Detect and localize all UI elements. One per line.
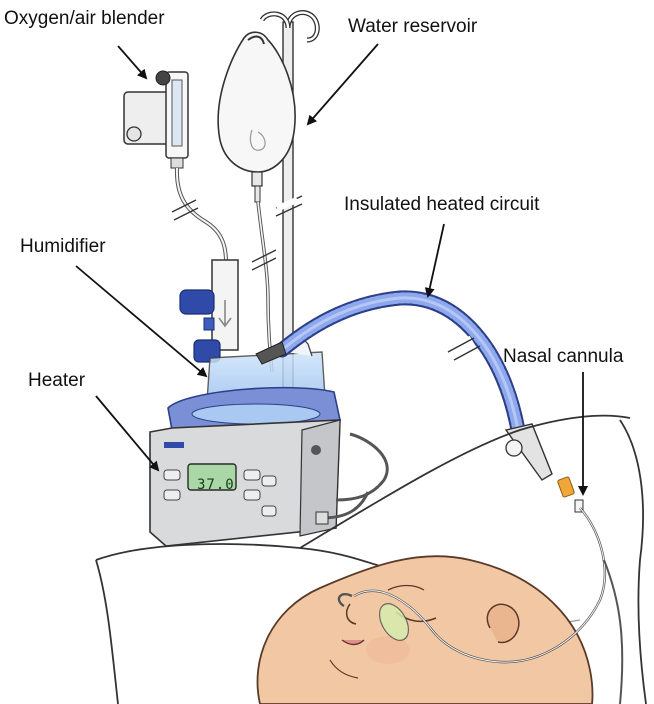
arrow-blender [118, 46, 146, 78]
label-insulated-heated-circuit: Insulated heated circuit [344, 194, 539, 216]
arrow-heater [96, 396, 158, 470]
infant-head [258, 556, 593, 704]
label-nasal-cannula: Nasal cannula [503, 346, 623, 368]
label-oxygen-air-blender: Oxygen/air blender [4, 8, 165, 30]
arrow-circuit [428, 224, 444, 296]
heater-temperature-readout: 37.0 [197, 477, 235, 493]
label-heater: Heater [28, 370, 85, 392]
arrow-reservoir [308, 44, 378, 124]
label-humidifier: Humidifier [20, 236, 106, 258]
arrow-humidifier [76, 266, 206, 376]
label-water-reservoir: Water reservoir [348, 16, 477, 38]
flow-column [180, 260, 238, 362]
heater-unit [150, 338, 387, 546]
oxygen-air-blender [124, 71, 226, 262]
